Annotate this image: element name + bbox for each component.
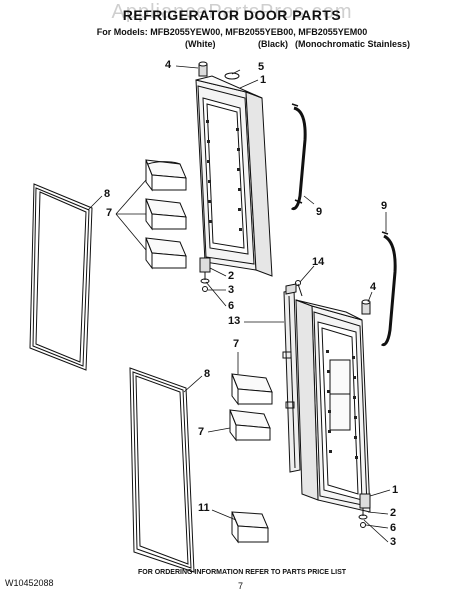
right-door-bins: [229, 373, 273, 442]
callout-14: 14: [312, 256, 325, 268]
callout-4: 4: [165, 59, 172, 71]
callout-7: 7: [106, 207, 113, 219]
dairy-bin-11: [231, 511, 269, 544]
bottom-hinge-left: [199, 257, 211, 292]
callout-1: 1: [260, 74, 267, 86]
color-black: (Black): [258, 39, 289, 49]
callout-7-upper-right: 7: [233, 338, 240, 350]
screw-14: [295, 280, 303, 297]
left-handle: [290, 106, 307, 211]
callout-4-right: 4: [370, 281, 377, 293]
models-line: For Models: MFB2055YEW00, MFB2055YEB00, …: [96, 27, 368, 37]
right-door: [295, 299, 371, 513]
left-gasket: [29, 183, 93, 371]
top-hinge-pin-left: [198, 61, 208, 77]
callout-9: 9: [316, 206, 323, 218]
color-white: (White): [185, 39, 216, 49]
leader-lines: [87, 65, 391, 543]
callout-8-right: 8: [204, 368, 211, 380]
callout-3: 3: [228, 284, 235, 296]
callout-6-right: 6: [390, 522, 397, 534]
ordering-info: FOR ORDERING INFORMATION REFER TO PARTS …: [138, 569, 347, 576]
color-stainless: (Monochromatic Stainless): [295, 39, 411, 49]
callout-11: 11: [198, 502, 210, 514]
callout-8: 8: [104, 188, 111, 200]
mullion-flipper: [282, 283, 301, 473]
top-hinge-pin-right: [361, 299, 371, 315]
left-door-bins: [145, 159, 187, 270]
callout-5: 5: [258, 61, 265, 73]
right-gasket: [129, 367, 195, 573]
callout-1-right: 1: [392, 484, 399, 496]
callout-2-right: 2: [390, 507, 397, 519]
callout-3-right: 3: [390, 536, 397, 548]
hinge-bushing-left: [224, 72, 240, 80]
document-number: W10452088: [5, 578, 54, 588]
callout-6: 6: [228, 300, 235, 312]
page-number: 7: [238, 581, 244, 591]
callout-9-right: 9: [381, 200, 388, 212]
bottom-hinge-right: [358, 493, 371, 528]
right-handle: [380, 234, 397, 347]
page-title: REFRIGERATOR DOOR PARTS: [122, 7, 342, 23]
left-door: [195, 75, 273, 277]
callout-7-lower-right: 7: [198, 426, 205, 438]
watermark: AppliancePartsPros.com: [111, 1, 353, 23]
callout-2: 2: [228, 270, 235, 282]
callout-13: 13: [228, 315, 241, 327]
